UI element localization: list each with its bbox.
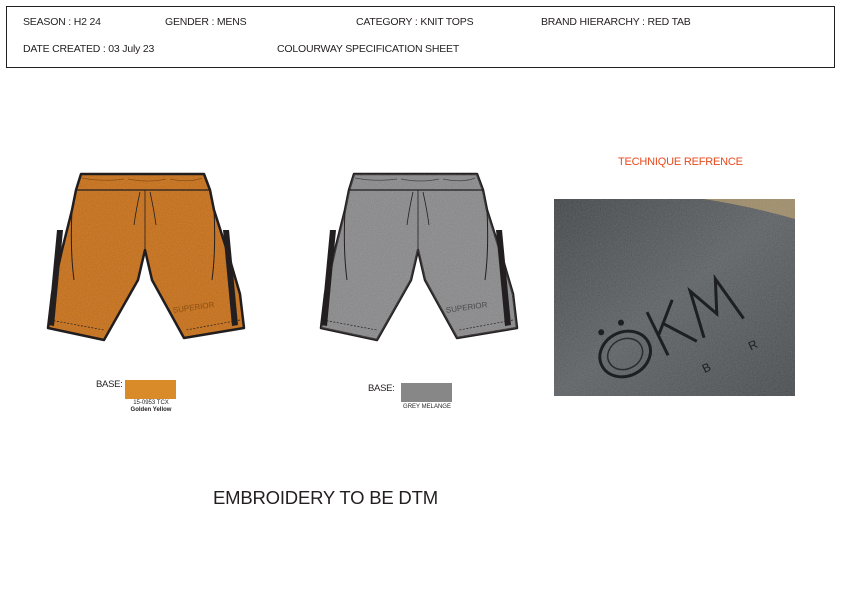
color-name: GREY MELANGE bbox=[403, 404, 451, 410]
gender-field: GENDER : MENS bbox=[165, 16, 247, 28]
brand-hierarchy-field: BRAND HIERARCHY : RED TAB bbox=[541, 16, 691, 28]
date-created-field: DATE CREATED : 03 July 23 bbox=[23, 43, 155, 55]
shorts-grey-melange: SUPERIOR bbox=[319, 172, 519, 342]
sheet-title: COLOURWAY SPECIFICATION SHEET bbox=[277, 43, 460, 55]
base-label-grey-melange: BASE: bbox=[368, 383, 395, 394]
color-name: Golden Yellow bbox=[130, 407, 172, 413]
shorts-golden-yellow: SUPERIOR bbox=[46, 172, 246, 342]
swatch-code-golden-yellow: 15-0953 TCX Golden Yellow bbox=[110, 400, 192, 414]
base-label-golden-yellow: BASE: bbox=[96, 379, 123, 390]
swatch-grey-melange bbox=[401, 383, 452, 402]
season-field: SEASON : H2 24 bbox=[23, 16, 101, 28]
pantone-code: 15-0953 TCX bbox=[133, 400, 169, 406]
swatch-code-grey-melange: GREY MELANGE bbox=[386, 404, 468, 411]
technique-reference-photo: B R bbox=[554, 199, 795, 396]
embroidery-note: EMBROIDERY TO BE DTM bbox=[213, 487, 438, 508]
category-field: CATEGORY : KNIT TOPS bbox=[356, 16, 474, 28]
technique-reference-label: TECHNIQUE REFRENCE bbox=[618, 156, 743, 168]
header-box: SEASON : H2 24 GENDER : MENS CATEGORY : … bbox=[6, 6, 835, 68]
swatch-golden-yellow bbox=[125, 380, 176, 399]
